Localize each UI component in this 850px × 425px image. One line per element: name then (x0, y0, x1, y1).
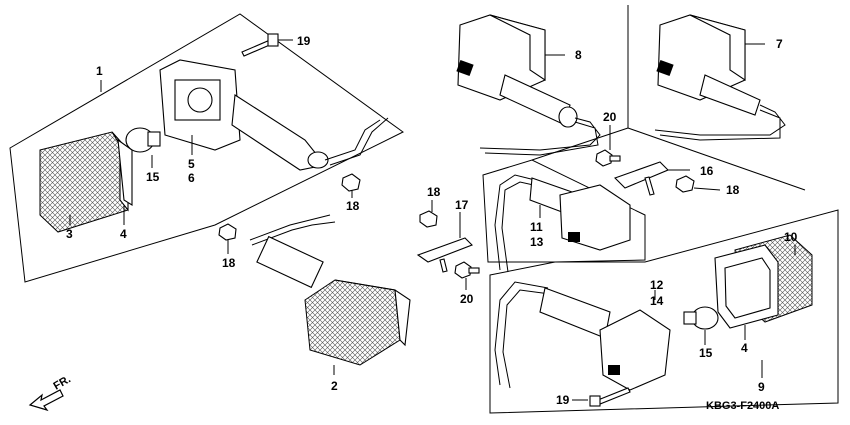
callout-4a: 4 (120, 227, 127, 241)
callout-9: 9 (758, 380, 765, 394)
callout-18c: 18 (427, 185, 441, 199)
callout-11: 11 (530, 220, 543, 234)
nut-18b-part (218, 223, 237, 241)
direction-label: FR. (52, 373, 73, 392)
bolt-20b-part (454, 261, 480, 279)
front-direction-arrow: FR. (28, 373, 73, 412)
leader-lines (69, 39, 796, 401)
turn-signal-8-part (456, 14, 601, 156)
callout-18d: 18 (726, 183, 740, 197)
nut-18-part (341, 173, 361, 192)
gasket-4b-part (714, 244, 779, 329)
callout-16: 16 (700, 164, 714, 178)
screw-19b-part (589, 387, 631, 407)
callout-3: 3 (66, 227, 73, 241)
screw-19-part (241, 33, 279, 57)
callout-numbers: 1 2 3 4 4 5 6 7 8 9 10 11 12 13 14 15 15… (66, 34, 798, 407)
arrow-icon (28, 389, 64, 412)
bulb-15b-part (683, 306, 719, 330)
callout-2: 2 (331, 379, 338, 393)
callout-20b: 20 (460, 292, 474, 306)
turn-signal-12-14-part (494, 281, 671, 391)
turn-signal-11-13-part (494, 174, 631, 273)
callout-20a: 20 (603, 110, 617, 124)
callout-14: 14 (650, 294, 664, 308)
nut-18d-part (419, 210, 438, 228)
rear-left-group-outline (489, 209, 839, 414)
gasket-4-part (117, 138, 133, 206)
callout-5: 5 (188, 157, 195, 171)
bracket-16-part (613, 161, 669, 196)
callout-17: 17 (455, 198, 469, 212)
bracket-17-part (416, 237, 473, 273)
group-divider-line (531, 127, 629, 161)
callout-19a: 19 (297, 34, 311, 48)
nut-18c-part (675, 175, 695, 193)
callout-8: 8 (575, 48, 582, 62)
callout-12: 12 (650, 278, 664, 292)
front-left-group-outline (9, 13, 404, 283)
turn-signal-2-part (249, 214, 411, 366)
callout-18b: 18 (222, 256, 236, 270)
callout-1: 1 (96, 64, 103, 78)
callout-6: 6 (188, 171, 195, 185)
bulb-15-part (125, 127, 161, 153)
turn-signal-7-part (654, 14, 786, 141)
lens-3-part (39, 131, 129, 233)
diagram-code: KBG3-F2400A (706, 400, 779, 412)
callout-19b: 19 (556, 393, 570, 407)
callout-15b: 15 (699, 346, 713, 360)
callout-18a: 18 (346, 199, 360, 213)
bolt-20a-part (595, 149, 621, 167)
callout-13: 13 (530, 235, 544, 249)
housing-5-6-part (159, 59, 389, 171)
callout-15a: 15 (146, 170, 160, 184)
callout-7: 7 (776, 37, 783, 51)
callout-10: 10 (784, 230, 798, 244)
callout-4b: 4 (741, 341, 748, 355)
